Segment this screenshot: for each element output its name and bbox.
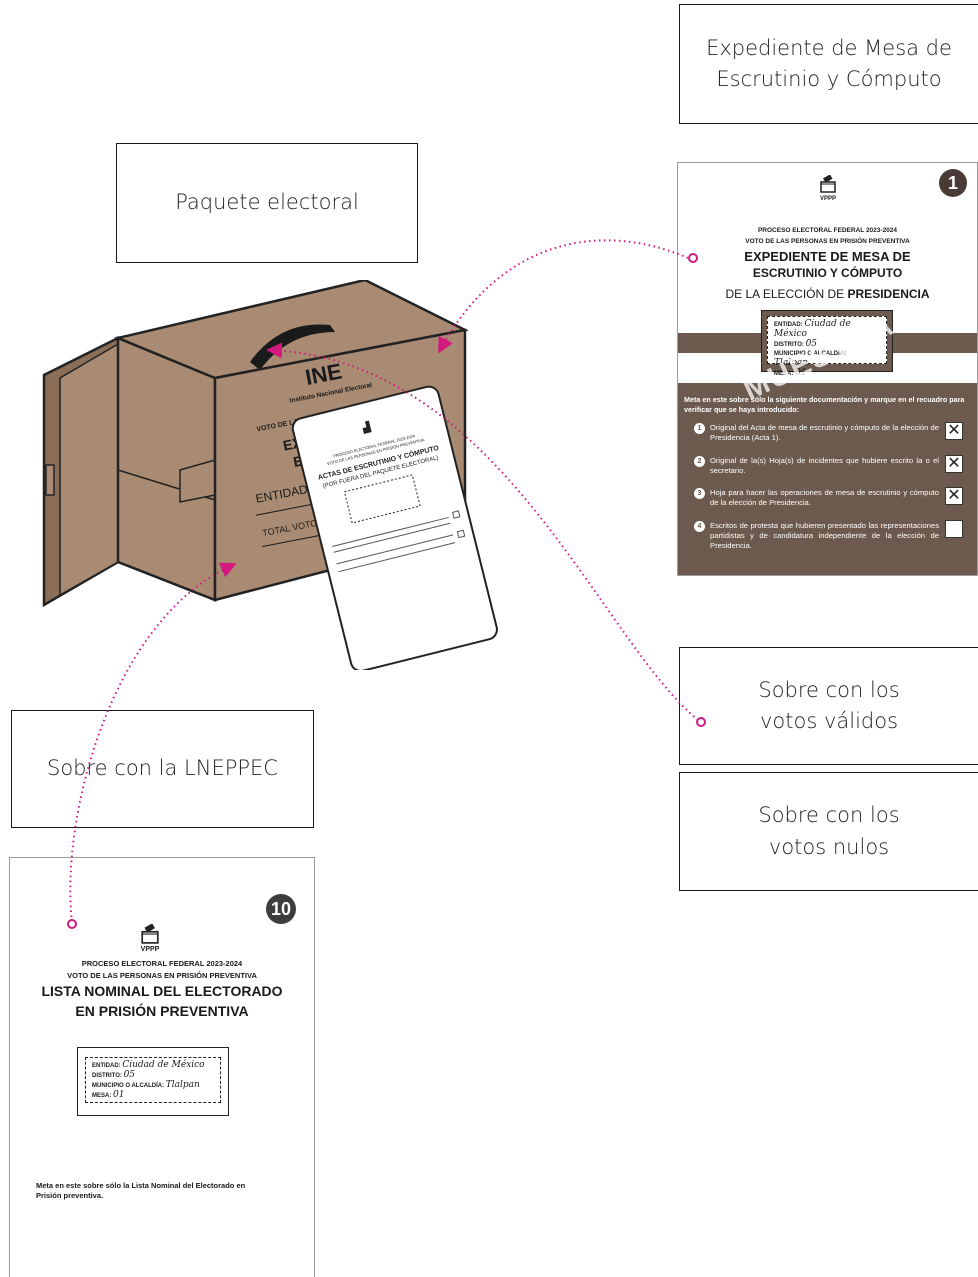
label-paquete: Paquete electoral xyxy=(116,143,418,263)
vppp-logo-text: VPPP xyxy=(140,946,160,953)
label-lneppec: Sobre con la LNEPPEC xyxy=(11,710,314,828)
distrito-value: 05 xyxy=(805,339,818,349)
envelope-footer-note: Meta en este sobre sólo la Lista Nominal… xyxy=(36,1181,246,1200)
entidad-label: ENTIDAD: xyxy=(92,1063,121,1069)
vote-line: VOTO DE LAS PERSONAS EN PRISIÓN PREVENTI… xyxy=(745,238,910,245)
id-box-frame xyxy=(77,1047,229,1116)
label-paquete-text: Paquete electoral xyxy=(175,190,359,215)
id-box: ENTIDAD: Ciudad de México DISTRITO: 05 M… xyxy=(767,316,887,378)
municipio-label: MUNICIPIO O ALCALDÍA: xyxy=(774,351,847,357)
label-votos-nulos: Sobre con los votos nulos xyxy=(679,772,978,891)
envelope-title-2: ESCRUTINIO Y CÓMPUTO xyxy=(752,266,903,280)
envelope-title-2: EN PRISIÓN PREVENTIVA xyxy=(75,1003,249,1019)
item-text: Hoja para hacer las operaciones de mesa … xyxy=(710,488,939,507)
municipio-label: MUNICIPIO O ALCALDÍA: xyxy=(92,1083,165,1089)
item-number: 1 xyxy=(694,423,705,434)
expediente-envelope-card: 1 VPPP PROCESO ELECTORAL FEDERAL 2023-20… xyxy=(677,162,978,576)
mesa-value: 01 xyxy=(795,368,807,378)
vppp-logo-text: VPPP xyxy=(819,196,836,202)
mesa-label: MESA: xyxy=(774,371,794,377)
ballot-box-icon: VPPP xyxy=(818,174,838,202)
distrito-value: 05 xyxy=(123,1070,136,1080)
label-validos-line1: Sobre con los xyxy=(758,677,900,702)
item-text: Escritos de protesta que hubieren presen… xyxy=(710,521,939,550)
label-validos-line2: votos válidos xyxy=(759,709,899,733)
mesa-value: 01 xyxy=(113,1090,125,1100)
lista-nominal-envelope-card: 10 VPPP PROCESO ELECTORAL FEDERAL 2023-2… xyxy=(9,857,315,1277)
envelope-number-badge: 10 xyxy=(266,894,296,924)
item-number: 2 xyxy=(694,456,705,467)
label-lneppec-text: Sobre con la LNEPPEC xyxy=(47,756,278,781)
label-expediente-line1: Expediente de Mesa de xyxy=(706,35,952,60)
distrito-label: DISTRITO: xyxy=(92,1073,122,1079)
mesa-label: MESA: xyxy=(92,1093,112,1099)
title-3-bold: PRESIDENCIA xyxy=(847,287,930,301)
process-line: PROCESO ELECTORAL FEDERAL 2023-2024 xyxy=(757,227,898,234)
item-text: Original de la(s) Hoja(s) de incidentes … xyxy=(710,456,939,475)
label-votos-validos: Sobre con los votos válidos xyxy=(679,647,978,765)
item-number: 4 xyxy=(694,521,705,532)
distrito-label: DISTRITO: xyxy=(774,342,804,348)
item-checkbox[interactable]: ✕ xyxy=(945,455,963,473)
vote-line: VOTO DE LAS PERSONAS EN PRISIÓN PREVENTI… xyxy=(67,971,257,980)
instructions-panel xyxy=(678,383,977,575)
item-text: Original del Acta de mesa de escrutinio … xyxy=(710,423,939,442)
entidad-value: Ciudad de México xyxy=(774,319,851,339)
envelope-title-3: DE LA ELECCIÓN DE PRESIDENCIA xyxy=(678,287,977,301)
municipio-value: Tlalpan xyxy=(774,358,809,368)
process-line: PROCESO ELECTORAL FEDERAL 2023-2024 xyxy=(81,959,243,968)
item-number: 3 xyxy=(694,488,705,499)
envelope-number-badge: 1 xyxy=(939,169,967,197)
box-sheet: ▟ PROCESO ELECTORAL FEDERAL 2023-2024 VO… xyxy=(291,385,498,670)
ballot-box-icon: VPPP xyxy=(138,923,162,953)
instructions-intro: Meta en este sobre sólo la siguiente doc… xyxy=(684,395,965,414)
label-nulos-line2: votos nulos xyxy=(768,834,890,859)
envelope-title-1: LISTA NOMINAL DEL ELECTORADO xyxy=(41,983,283,999)
box-door-slot xyxy=(45,464,55,496)
entidad-value: Ciudad de México xyxy=(122,1060,205,1070)
box-door-inner xyxy=(59,342,119,597)
item-checkbox[interactable]: ✕ xyxy=(945,422,963,440)
municipio-value: Tlalpan xyxy=(165,1080,200,1090)
label-nulos-line1: Sobre con los xyxy=(758,803,900,827)
electoral-package-illustration: INE Instituto Nacional Electoral VOTO DE… xyxy=(42,280,498,670)
label-expediente-line2: Escrutinio y Cómputo xyxy=(716,67,942,91)
title-3-prefix: DE LA ELECCIÓN DE xyxy=(725,287,848,301)
label-expediente: Expediente de Mesa de Escrutinio y Cómpu… xyxy=(679,4,978,124)
id-box: ENTIDAD: Ciudad de México DISTRITO: 05 M… xyxy=(85,1057,221,1103)
item-checkbox[interactable]: ✕ xyxy=(945,487,963,505)
entidad-label: ENTIDAD: xyxy=(774,322,803,328)
item-checkbox[interactable] xyxy=(945,520,963,538)
envelope-title-1: EXPEDIENTE DE MESA DE xyxy=(744,249,911,264)
